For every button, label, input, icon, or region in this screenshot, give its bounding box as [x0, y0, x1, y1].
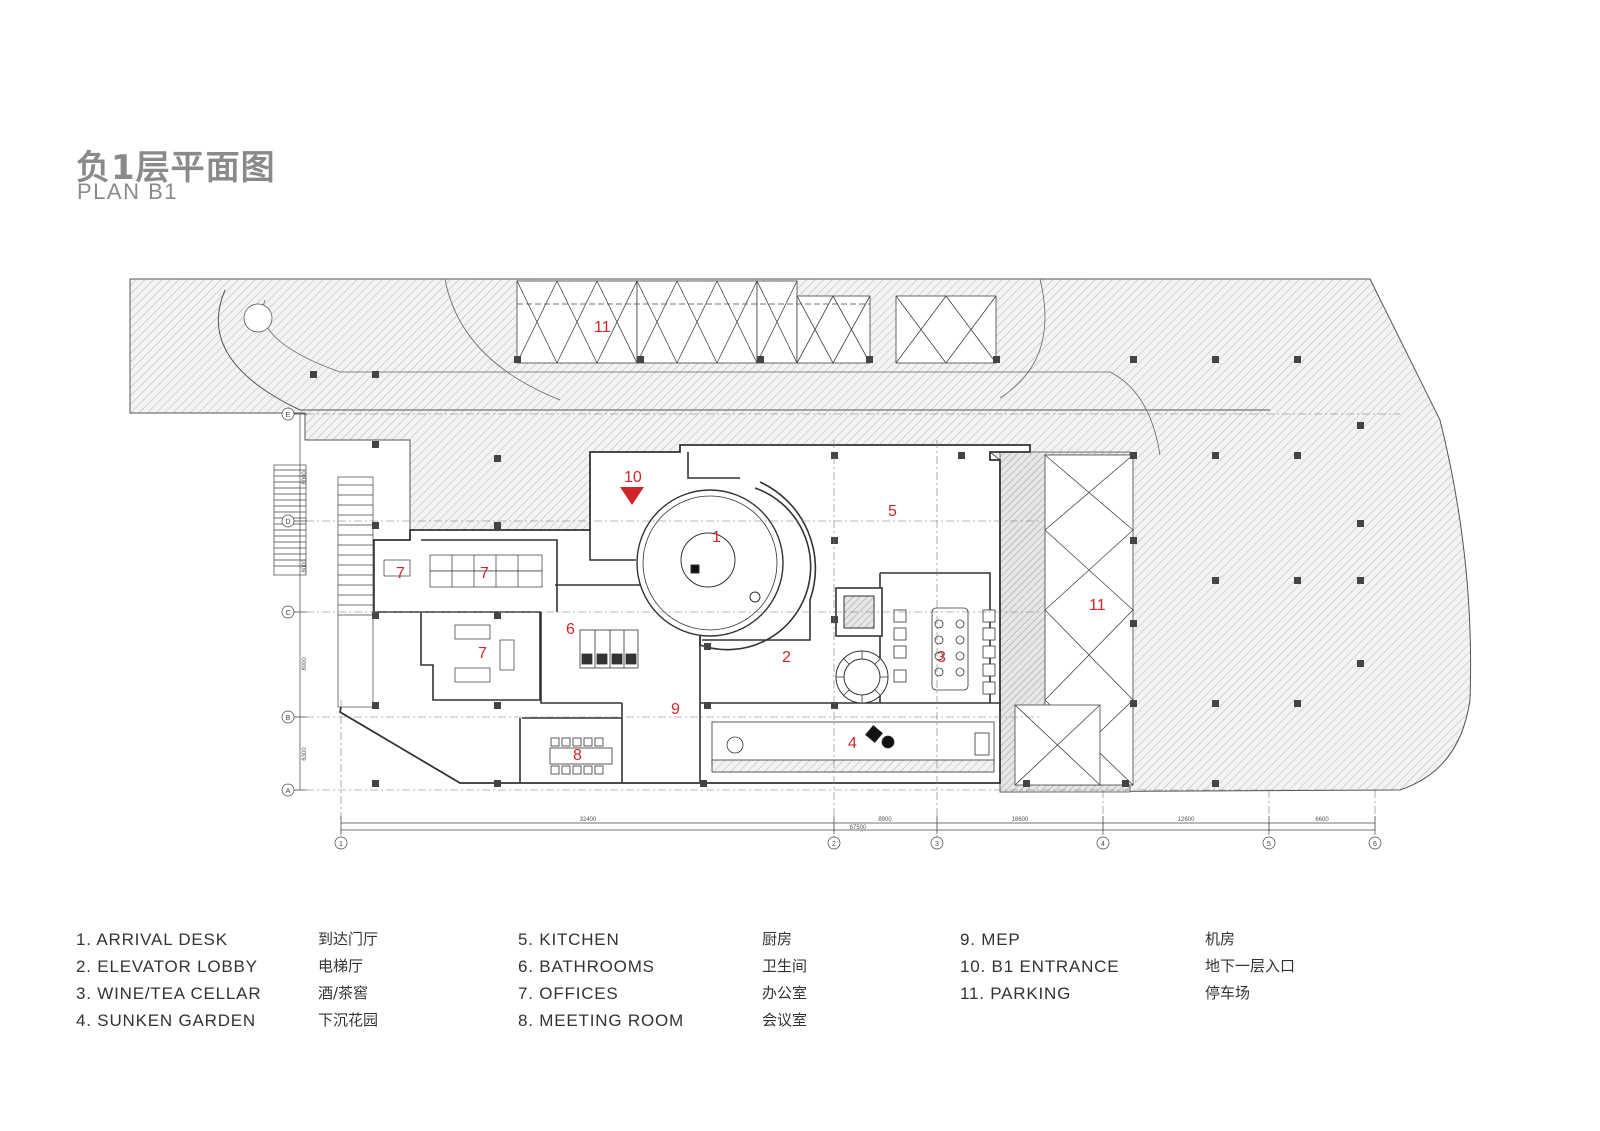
plan-title-cn: 负1层平面图 — [76, 148, 276, 188]
legend-en: 1. ARRIVAL DESK — [76, 930, 228, 949]
room-label-7c: 7 — [478, 645, 487, 662]
room-label-1: 1 — [712, 529, 721, 546]
legend-en: 6. BATHROOMS — [518, 957, 655, 976]
dim-overall: 67500 — [850, 825, 867, 831]
grid-row-d: D — [285, 519, 290, 526]
arrival-rotunda — [636, 481, 817, 651]
ramp-curve-right — [999, 278, 1046, 399]
legend-cn: 厨房 — [762, 930, 793, 948]
legend-en: 10. B1 ENTRANCE — [960, 957, 1120, 976]
dim-seg-4: 12600 — [1178, 817, 1195, 823]
grid-col-4: 4 — [1101, 841, 1105, 848]
room-label-9: 9 — [671, 701, 680, 718]
left-stairs — [273, 464, 374, 708]
legend-en: 8. MEETING ROOM — [518, 1011, 684, 1030]
turning-circle — [243, 303, 273, 333]
legend-cn: 卫生间 — [762, 957, 808, 975]
parking-stalls-right — [1014, 454, 1134, 786]
grid-row-c: C — [285, 610, 290, 617]
legend-en: 5. KITCHEN — [518, 930, 620, 949]
room-label-7a: 7 — [396, 565, 405, 582]
grid-bubbles-rows — [281, 407, 295, 797]
grid-col-2: 2 — [832, 841, 836, 848]
dim-left-1: 8000 — [302, 471, 308, 485]
meeting-table — [549, 737, 613, 775]
driveway-curve — [217, 289, 1270, 411]
legend-cn: 会议室 — [762, 1011, 808, 1029]
room-label-7b: 7 — [480, 565, 489, 582]
dim-left-2: 8000 — [302, 559, 308, 573]
structural-columns — [310, 356, 1364, 787]
legend-cn: 到达门厅 — [318, 930, 379, 948]
room-label-11a: 11 — [594, 319, 611, 336]
legend-en: 9. MEP — [960, 930, 1021, 949]
legend-en: 2. ELEVATOR LOBBY — [76, 957, 258, 976]
legend-cn: 电梯厅 — [318, 957, 364, 975]
plan-title-en: PLAN B1 — [77, 179, 178, 204]
legend-cn: 办公室 — [762, 984, 808, 1002]
room-label-11b: 11 — [1089, 597, 1106, 614]
bathroom-stalls — [579, 629, 639, 669]
legend-cn: 下沉花园 — [318, 1011, 379, 1029]
grid-col-3: 3 — [935, 841, 939, 848]
dim-left-3: 8000 — [302, 657, 308, 671]
legend-cn: 停车场 — [1205, 984, 1251, 1002]
room-label-4: 4 — [848, 735, 857, 752]
office-desks — [383, 554, 543, 683]
dim-seg-5: 6600 — [1315, 817, 1329, 823]
grid-col-1: 1 — [339, 841, 343, 848]
legend-cn: 酒/茶窖 — [318, 984, 369, 1002]
dim-seg-2: 8900 — [878, 817, 892, 823]
grid-row-b: B — [286, 715, 291, 722]
entrance-arrow-icon — [620, 487, 644, 505]
bottom-dimension-line — [340, 816, 1376, 834]
dim-left-4: 6300 — [302, 747, 308, 761]
legend-en: 7. OFFICES — [518, 984, 619, 1003]
legend-cn: 地下一层入口 — [1205, 957, 1296, 975]
floor-plan-drawing: 32400 8900 16600 12600 6600 67500 8000 8… — [129, 278, 1472, 850]
grid-row-e: E — [286, 412, 291, 419]
grid-lines — [290, 413, 1400, 840]
grid-bubbles-columns — [334, 836, 1382, 850]
parking-stalls-top — [516, 280, 997, 364]
dim-seg-3: 16600 — [1012, 817, 1029, 823]
room-label-6: 6 — [566, 621, 575, 638]
dim-seg-1: 32400 — [580, 817, 597, 823]
ramp-curve — [444, 278, 561, 401]
grid-col-5: 5 — [1267, 841, 1271, 848]
left-dimension-line — [293, 413, 307, 791]
room-label-10: 10 — [624, 469, 642, 486]
legend-en: 3. WINE/TEA CELLAR — [76, 984, 262, 1003]
grid-col-6: 6 — [1373, 841, 1377, 848]
room-label-8: 8 — [573, 747, 582, 764]
legend-en: 4. SUNKEN GARDEN — [76, 1011, 257, 1030]
cellar-table — [893, 607, 996, 695]
legend-en: 11. PARKING — [960, 984, 1072, 1003]
room-label-3: 3 — [937, 649, 946, 666]
legend-cn: 机房 — [1205, 930, 1236, 948]
room-label-2: 2 — [782, 649, 791, 666]
grid-row-a: A — [286, 788, 291, 795]
sunken-garden — [711, 721, 995, 773]
interior-walls — [373, 452, 1000, 783]
room-label-5: 5 — [888, 503, 897, 520]
